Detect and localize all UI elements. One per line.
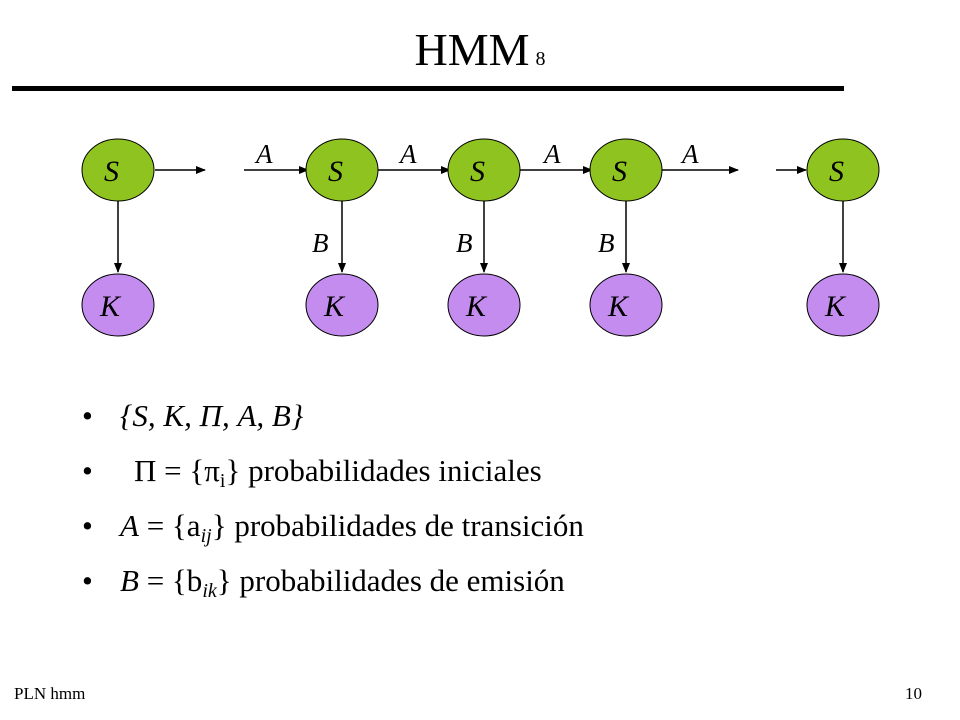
state-node-label: S: [104, 155, 119, 188]
observation-node: K: [305, 273, 379, 337]
observation-node: K: [447, 273, 521, 337]
bullet-emission-subscript: ik: [202, 580, 217, 602]
bullet-dot: •: [82, 453, 93, 488]
slide-title-subscript: 8: [535, 48, 546, 70]
state-node: S: [305, 138, 379, 202]
title-divider: [12, 86, 844, 91]
bullet-initial-symbol: Π = {π: [134, 453, 220, 488]
state-node-label: S: [470, 155, 485, 188]
bullet-model-tuple: {S, K, Π, A, B}: [120, 398, 304, 433]
footer-left: PLN hmm: [14, 684, 86, 703]
footer-page-number: 10: [905, 684, 922, 703]
observation-node-label: K: [824, 290, 847, 323]
state-node: S: [81, 138, 155, 202]
bullet-list: • {S, K, Π, A, B} • Π = {πi} probabilida…: [82, 388, 584, 608]
observation-node-label: K: [99, 290, 122, 323]
transition-label: A: [680, 139, 699, 169]
observation-node: K: [589, 273, 663, 337]
observation-node: K: [81, 273, 155, 337]
bullet-initial-text: } probabilidades iniciales: [225, 453, 542, 488]
bullet-item: • {S, K, Π, A, B}: [82, 388, 584, 443]
bullet-item: • Π = {πi} probabilidades iniciales: [82, 443, 584, 498]
bullet-dot: •: [82, 563, 93, 598]
state-node-label: S: [328, 155, 343, 188]
bullet-emission-eq: = {b: [138, 563, 203, 598]
emission-label: B: [312, 228, 329, 258]
observation-node-label: K: [323, 290, 346, 323]
state-node: S: [806, 138, 880, 202]
bullet-emission-text: } probabilidades de emisión: [216, 563, 565, 598]
state-node: S: [447, 138, 521, 202]
state-node: S: [589, 138, 663, 202]
emission-label: B: [456, 228, 473, 258]
bullet-initial-subscript: i: [219, 470, 226, 492]
transition-label: A: [254, 139, 273, 169]
bullet-transition-text: } probabilidades de transición: [211, 508, 584, 543]
observation-node-label: K: [465, 290, 488, 323]
bullet-item: • A = {aij} probabilidades de transición: [82, 498, 584, 553]
bullet-transition-lhs: A: [120, 508, 139, 543]
slide-title-text: HMM: [414, 24, 530, 75]
hmm-diagram: S S S S S K K K K K A A A A B B B: [81, 138, 880, 337]
bullet-item: • B = {bik} probabilidades de emisión: [82, 553, 584, 608]
bullet-dot: •: [82, 398, 93, 433]
bullet-dot: •: [82, 508, 93, 543]
transition-label: A: [542, 139, 561, 169]
bullet-transition-subscript: ij: [200, 525, 212, 547]
transition-label: A: [398, 139, 417, 169]
state-node-label: S: [829, 155, 844, 188]
observation-node-label: K: [607, 290, 630, 323]
bullet-transition-eq: = {a: [138, 508, 201, 543]
observation-node: K: [806, 273, 880, 337]
bullet-emission-lhs: B: [120, 563, 139, 598]
state-node-label: S: [612, 155, 627, 188]
emission-label: B: [598, 228, 615, 258]
